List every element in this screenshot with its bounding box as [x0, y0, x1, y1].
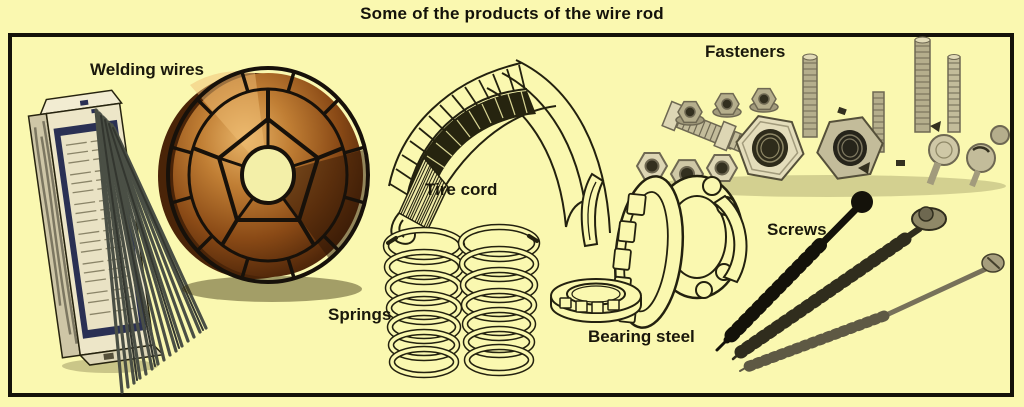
- fasteners-illustration: [635, 36, 1010, 197]
- welding-electrodes-illustration: [94, 108, 208, 394]
- springs-label: Springs: [328, 305, 392, 324]
- welding-wires-label: Welding wires: [90, 60, 204, 79]
- screws-label: Screws: [767, 220, 827, 239]
- copper-wire-spool-illustration: [158, 66, 370, 302]
- tire-cord-label: Tire cord: [425, 180, 498, 199]
- coil-springs-illustration: [382, 223, 541, 379]
- ball-bearing-illustration: [550, 172, 748, 329]
- bearing-steel-label: Bearing steel: [588, 327, 695, 346]
- tire-cutaway-illustration: [388, 59, 611, 245]
- page-title: Some of the products of the wire rod: [360, 4, 664, 23]
- content-panel-border: [8, 33, 1014, 397]
- fasteners-label: Fasteners: [705, 42, 786, 61]
- screws-illustration: [715, 191, 1005, 373]
